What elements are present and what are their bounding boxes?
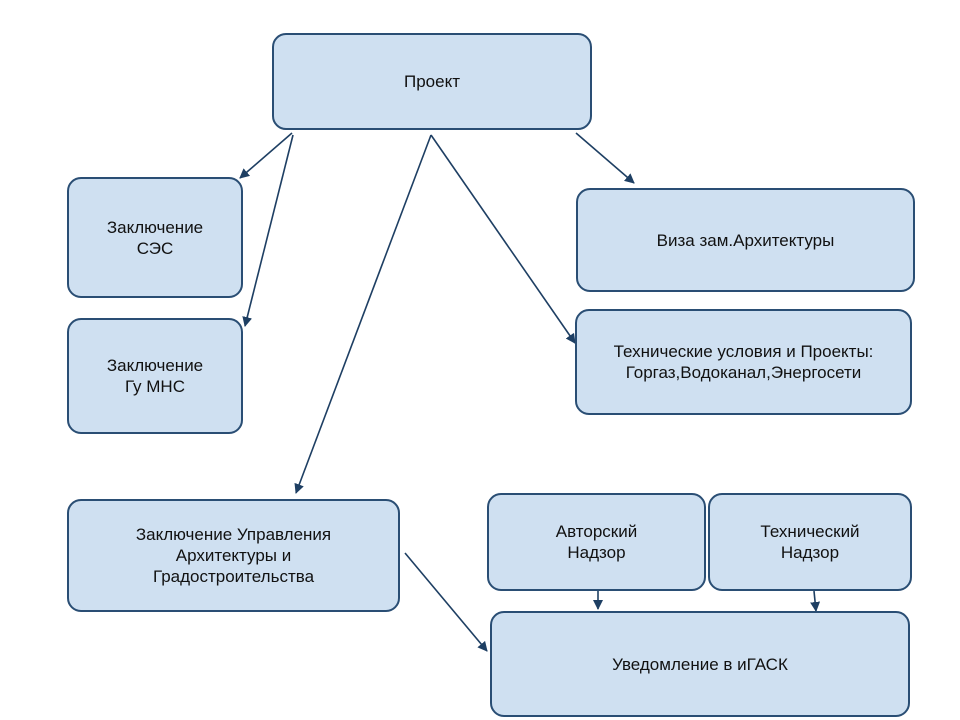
node-ses-conclusion: Заключение СЭС: [67, 177, 243, 298]
arrow-project-to-mns: [242, 134, 294, 327]
node-project: Проект: [272, 33, 592, 130]
arrow-arch_conclusion-to-notification: [404, 552, 488, 652]
node-technical-conditions: Технические условия и Проекты: Горгаз,Во…: [575, 309, 912, 415]
node-igask-notification: Уведомление в иГАСК: [490, 611, 910, 717]
arrow-project-to-ses: [239, 132, 293, 179]
node-mns-conclusion: Заключение Гу МНС: [67, 318, 243, 434]
node-architecture-visa: Виза зам.Архитектуры: [576, 188, 915, 292]
arrow-project-to-visa: [575, 132, 635, 184]
arrow-project-to-tech_conditions: [430, 134, 576, 344]
node-technical-supervision: Технический Надзор: [708, 493, 912, 591]
arrow-project-to-arch_conclusion: [294, 134, 432, 494]
node-author-supervision: Авторский Надзор: [487, 493, 706, 591]
node-architecture-conclusion: Заключение Управления Архитектуры и Град…: [67, 499, 400, 612]
arrow-tech_supervision-to-notification: [810, 590, 821, 612]
